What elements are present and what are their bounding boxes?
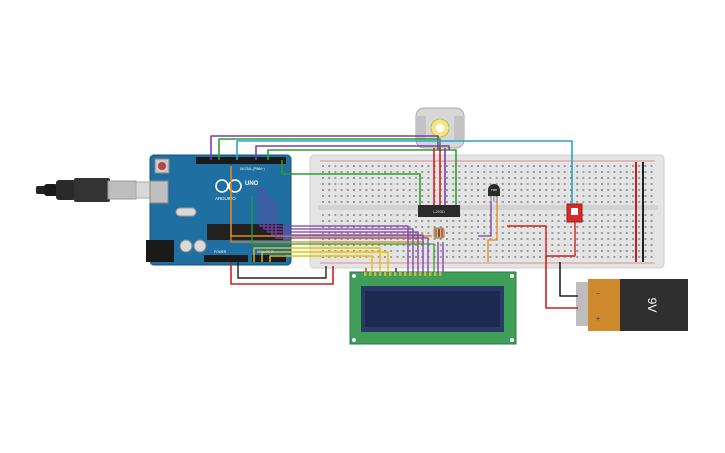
arduino-logo-icon	[215, 179, 242, 193]
battery-label: 9V	[645, 298, 659, 313]
arduino-model: UNO	[245, 181, 259, 187]
wire-red-battery[interactable]	[545, 256, 578, 309]
lcd-16x2-display[interactable]	[349, 271, 517, 345]
wire-red-power[interactable]	[230, 262, 334, 285]
wire-green-bread[interactable]	[281, 160, 421, 205]
lcd-pins	[364, 272, 442, 276]
battery-plus: +	[596, 316, 600, 323]
wire-purple-motor-a[interactable]	[210, 135, 439, 160]
wire-black-battery[interactable]	[559, 262, 578, 297]
wires	[210, 135, 578, 309]
dc-motor[interactable]	[415, 107, 465, 149]
usb-cable[interactable]	[36, 178, 155, 202]
wire-green-motor-b[interactable]	[267, 149, 457, 205]
wire-green-motor-a[interactable]	[218, 138, 441, 160]
breadboard[interactable]	[309, 154, 665, 269]
wire-yellow-b[interactable]	[261, 251, 389, 272]
wire-yellow-a[interactable]	[253, 247, 381, 272]
sensor-label: TMP	[491, 188, 497, 192]
wire-blue-switch[interactable]	[236, 140, 573, 204]
wire-black-gnd[interactable]	[237, 262, 327, 279]
resistor[interactable]	[433, 227, 445, 239]
slide-switch[interactable]	[566, 203, 583, 223]
battery-9v[interactable]: − + 9V	[576, 279, 688, 331]
battery-minus: −	[596, 291, 600, 298]
reset-button[interactable]	[158, 162, 166, 170]
wire-purple-motor-b[interactable]	[255, 145, 450, 160]
temperature-sensor-icon[interactable]: TMP	[488, 184, 500, 202]
power-label: POWER	[214, 250, 227, 254]
digital-label: DIGITAL (PWM~)	[240, 167, 265, 171]
ic-label: L293D	[433, 209, 445, 214]
arduino-brand: ARDUINO	[215, 196, 236, 201]
l293d-chip[interactable]: L293D	[418, 205, 460, 217]
